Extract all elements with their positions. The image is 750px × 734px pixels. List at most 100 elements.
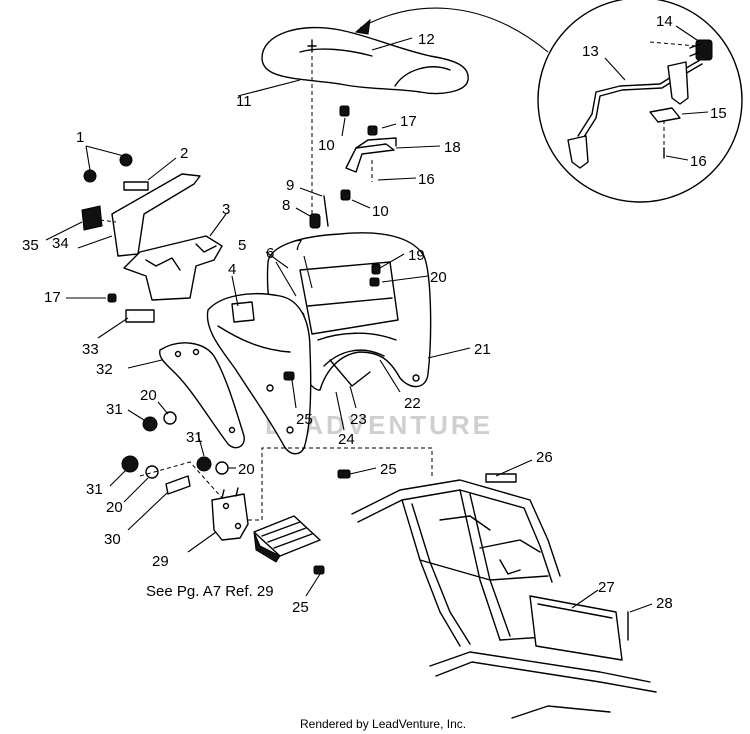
inset-arrow — [359, 7, 549, 53]
callout-17b: 17 — [44, 289, 61, 306]
callout-28: 28 — [656, 595, 673, 612]
callout-7: 7 — [294, 237, 302, 254]
part-25a-bolt — [283, 371, 295, 381]
leader-27 — [571, 589, 599, 609]
callout-31c: 31 — [86, 481, 103, 498]
leader-31a — [127, 409, 145, 421]
leader-30 — [127, 491, 169, 531]
foot-peg — [253, 515, 325, 575]
callout-8: 8 — [282, 197, 290, 214]
callout-27: 27 — [598, 579, 615, 596]
leader-16a — [665, 155, 689, 161]
callout-25c: 25 — [292, 599, 309, 616]
leader-31b — [197, 433, 205, 457]
callout-12: 12 — [418, 31, 435, 48]
leader-29 — [187, 531, 217, 553]
callout-32: 32 — [96, 361, 113, 378]
leader-7 — [303, 255, 313, 289]
leader-14 — [675, 25, 701, 43]
callout-20b: 20 — [140, 387, 157, 404]
leader-25c — [305, 573, 321, 597]
leader-20b — [157, 401, 169, 415]
callout-1: 1 — [76, 129, 84, 146]
part-8-grommet — [309, 213, 321, 229]
leader-32 — [127, 359, 163, 369]
seat-bracket — [339, 105, 397, 201]
leader-21 — [427, 347, 471, 359]
leader-12 — [371, 37, 413, 51]
callout-3: 3 — [222, 201, 230, 218]
storage-box — [81, 153, 223, 323]
leader-25b — [349, 467, 377, 475]
callout-11: 11 — [236, 93, 252, 110]
leader-23 — [349, 385, 357, 409]
callout-31b: 31 — [186, 429, 203, 446]
callout-9: 9 — [286, 177, 294, 194]
render-credit: Rendered by LeadVenture, Inc. — [300, 717, 466, 731]
callout-20d: 20 — [106, 499, 123, 516]
callout-16a: 16 — [690, 153, 707, 170]
callout-29: 29 — [152, 553, 169, 570]
part-9-pin — [323, 195, 329, 227]
leader-26 — [495, 459, 533, 477]
inset-detail — [537, 0, 743, 203]
leader-3 — [209, 213, 227, 237]
leader-15 — [681, 111, 709, 115]
callout-34: 34 — [52, 235, 69, 252]
leader-25a — [291, 379, 297, 409]
leader-20a — [381, 275, 429, 283]
callout-24: 24 — [338, 431, 355, 448]
leader-19 — [379, 253, 405, 269]
leader-22 — [379, 359, 401, 393]
callout-22: 22 — [404, 395, 421, 412]
leader-35 — [45, 221, 83, 241]
leader-8 — [295, 207, 311, 217]
callout-26: 26 — [536, 449, 553, 466]
leader-20d — [123, 477, 149, 503]
leader-17a — [381, 123, 397, 129]
leader-11 — [237, 79, 301, 97]
leader-6 — [275, 261, 297, 297]
callout-18: 18 — [444, 139, 461, 156]
callout-14: 14 — [656, 13, 673, 30]
foot-plate — [211, 487, 249, 541]
callout-35: 35 — [22, 237, 39, 254]
leader-2 — [147, 157, 177, 181]
leader-1 — [85, 145, 125, 171]
callout-23: 23 — [350, 411, 367, 428]
callout-21: 21 — [474, 341, 491, 358]
leader-28 — [629, 603, 653, 613]
callout-15: 15 — [710, 105, 727, 122]
callout-2: 2 — [180, 145, 188, 162]
callout-33: 33 — [82, 341, 99, 358]
seat — [261, 26, 469, 95]
leader-34 — [77, 235, 113, 249]
callout-20a: 20 — [430, 269, 447, 286]
leader-4 — [231, 275, 239, 307]
callout-6: 6 — [266, 245, 274, 262]
callout-16b: 16 — [418, 171, 435, 188]
callout-25a: 25 — [296, 411, 313, 428]
callout-10a: 10 — [318, 137, 335, 154]
leader-24 — [335, 391, 345, 431]
callout-17a: 17 — [400, 113, 417, 130]
inset-arrow-head — [354, 18, 371, 35]
callout-31a: 31 — [106, 401, 123, 418]
callout-19: 19 — [408, 247, 425, 264]
callout-4: 4 — [228, 261, 236, 278]
callout-13: 13 — [582, 43, 599, 60]
callout-25b: 25 — [380, 461, 397, 478]
leader-13 — [604, 57, 626, 81]
leader-10b — [351, 199, 371, 209]
frame — [351, 473, 657, 719]
callout-5: 5 — [238, 237, 246, 254]
part-25b-bolt — [337, 469, 351, 479]
leader-16b — [377, 177, 417, 181]
leader-33 — [97, 317, 129, 339]
leader-18 — [395, 145, 441, 149]
hardware-stack — [121, 411, 229, 499]
reference-note: See Pg. A7 Ref. 29 — [146, 583, 274, 600]
callout-20c: 20 — [238, 461, 255, 478]
leader-31c — [109, 469, 127, 487]
